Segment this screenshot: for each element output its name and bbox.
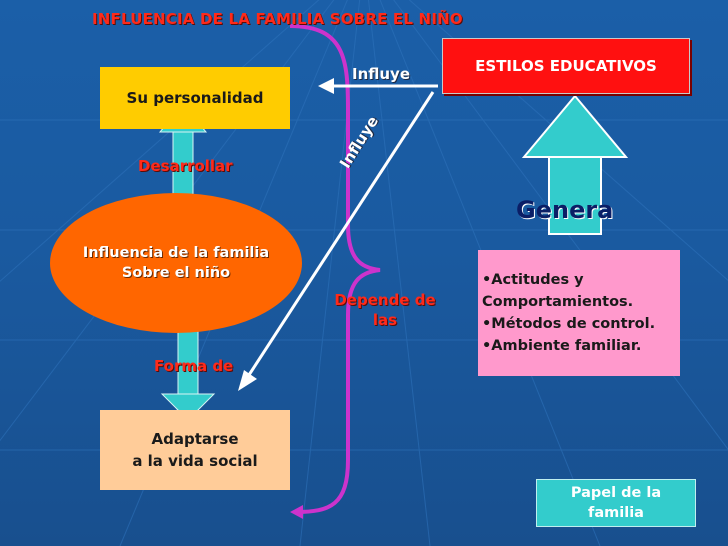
list-item: •Actitudes y Comportamientos. <box>482 272 634 310</box>
node-list-genera: •Actitudes y Comportamientos. •Métodos d… <box>478 250 680 376</box>
label-desarrollar: Desarrollar <box>138 157 233 175</box>
list-item: •Ambiente familiar. <box>482 338 642 354</box>
node-su-personalidad: Su personalidad <box>100 67 290 129</box>
node-influencia-familia: Influencia de la familia Sobre el niño <box>50 193 302 333</box>
arrow-influye-horizontal-head <box>318 78 334 94</box>
adaptarse-line-1: Adaptarse <box>151 430 239 448</box>
influencia-line-1: Influencia de la familia <box>82 245 270 261</box>
depende-line-1: Depende de <box>334 291 436 309</box>
node-estilos-educativos: ESTILOS EDUCATIVOS <box>442 38 690 94</box>
arrow-genera <box>521 94 629 235</box>
depende-line-2: las <box>372 311 398 329</box>
brace-arrowhead-bottom <box>290 505 303 519</box>
label-influye-top: Influye <box>352 65 411 83</box>
arrow-influye-diagonal <box>245 91 435 379</box>
label-genera: Genera <box>516 196 614 224</box>
arrow-influye-diagonal-head <box>238 370 257 391</box>
list-item: •Métodos de control. <box>482 316 656 332</box>
influencia-line-2: Sobre el niño <box>121 265 231 281</box>
label-depende-de-las: Depende de las <box>322 290 448 330</box>
node-adaptarse: Adaptarse a la vida social <box>100 410 290 490</box>
label-forma-de: Forma de <box>154 357 234 375</box>
adaptarse-line-2: a la vida social <box>132 452 258 470</box>
genera-list: •Actitudes y Comportamientos. •Métodos d… <box>482 269 680 357</box>
papel-line-1: Papel de la <box>570 485 662 501</box>
papel-line-2: familia <box>588 505 644 521</box>
diagram-title: INFLUENCIA DE LA FAMILIA SOBRE EL NIÑO <box>92 10 463 28</box>
node-papel-familia: Papel de la familia <box>536 479 696 527</box>
curly-brace <box>289 24 381 514</box>
